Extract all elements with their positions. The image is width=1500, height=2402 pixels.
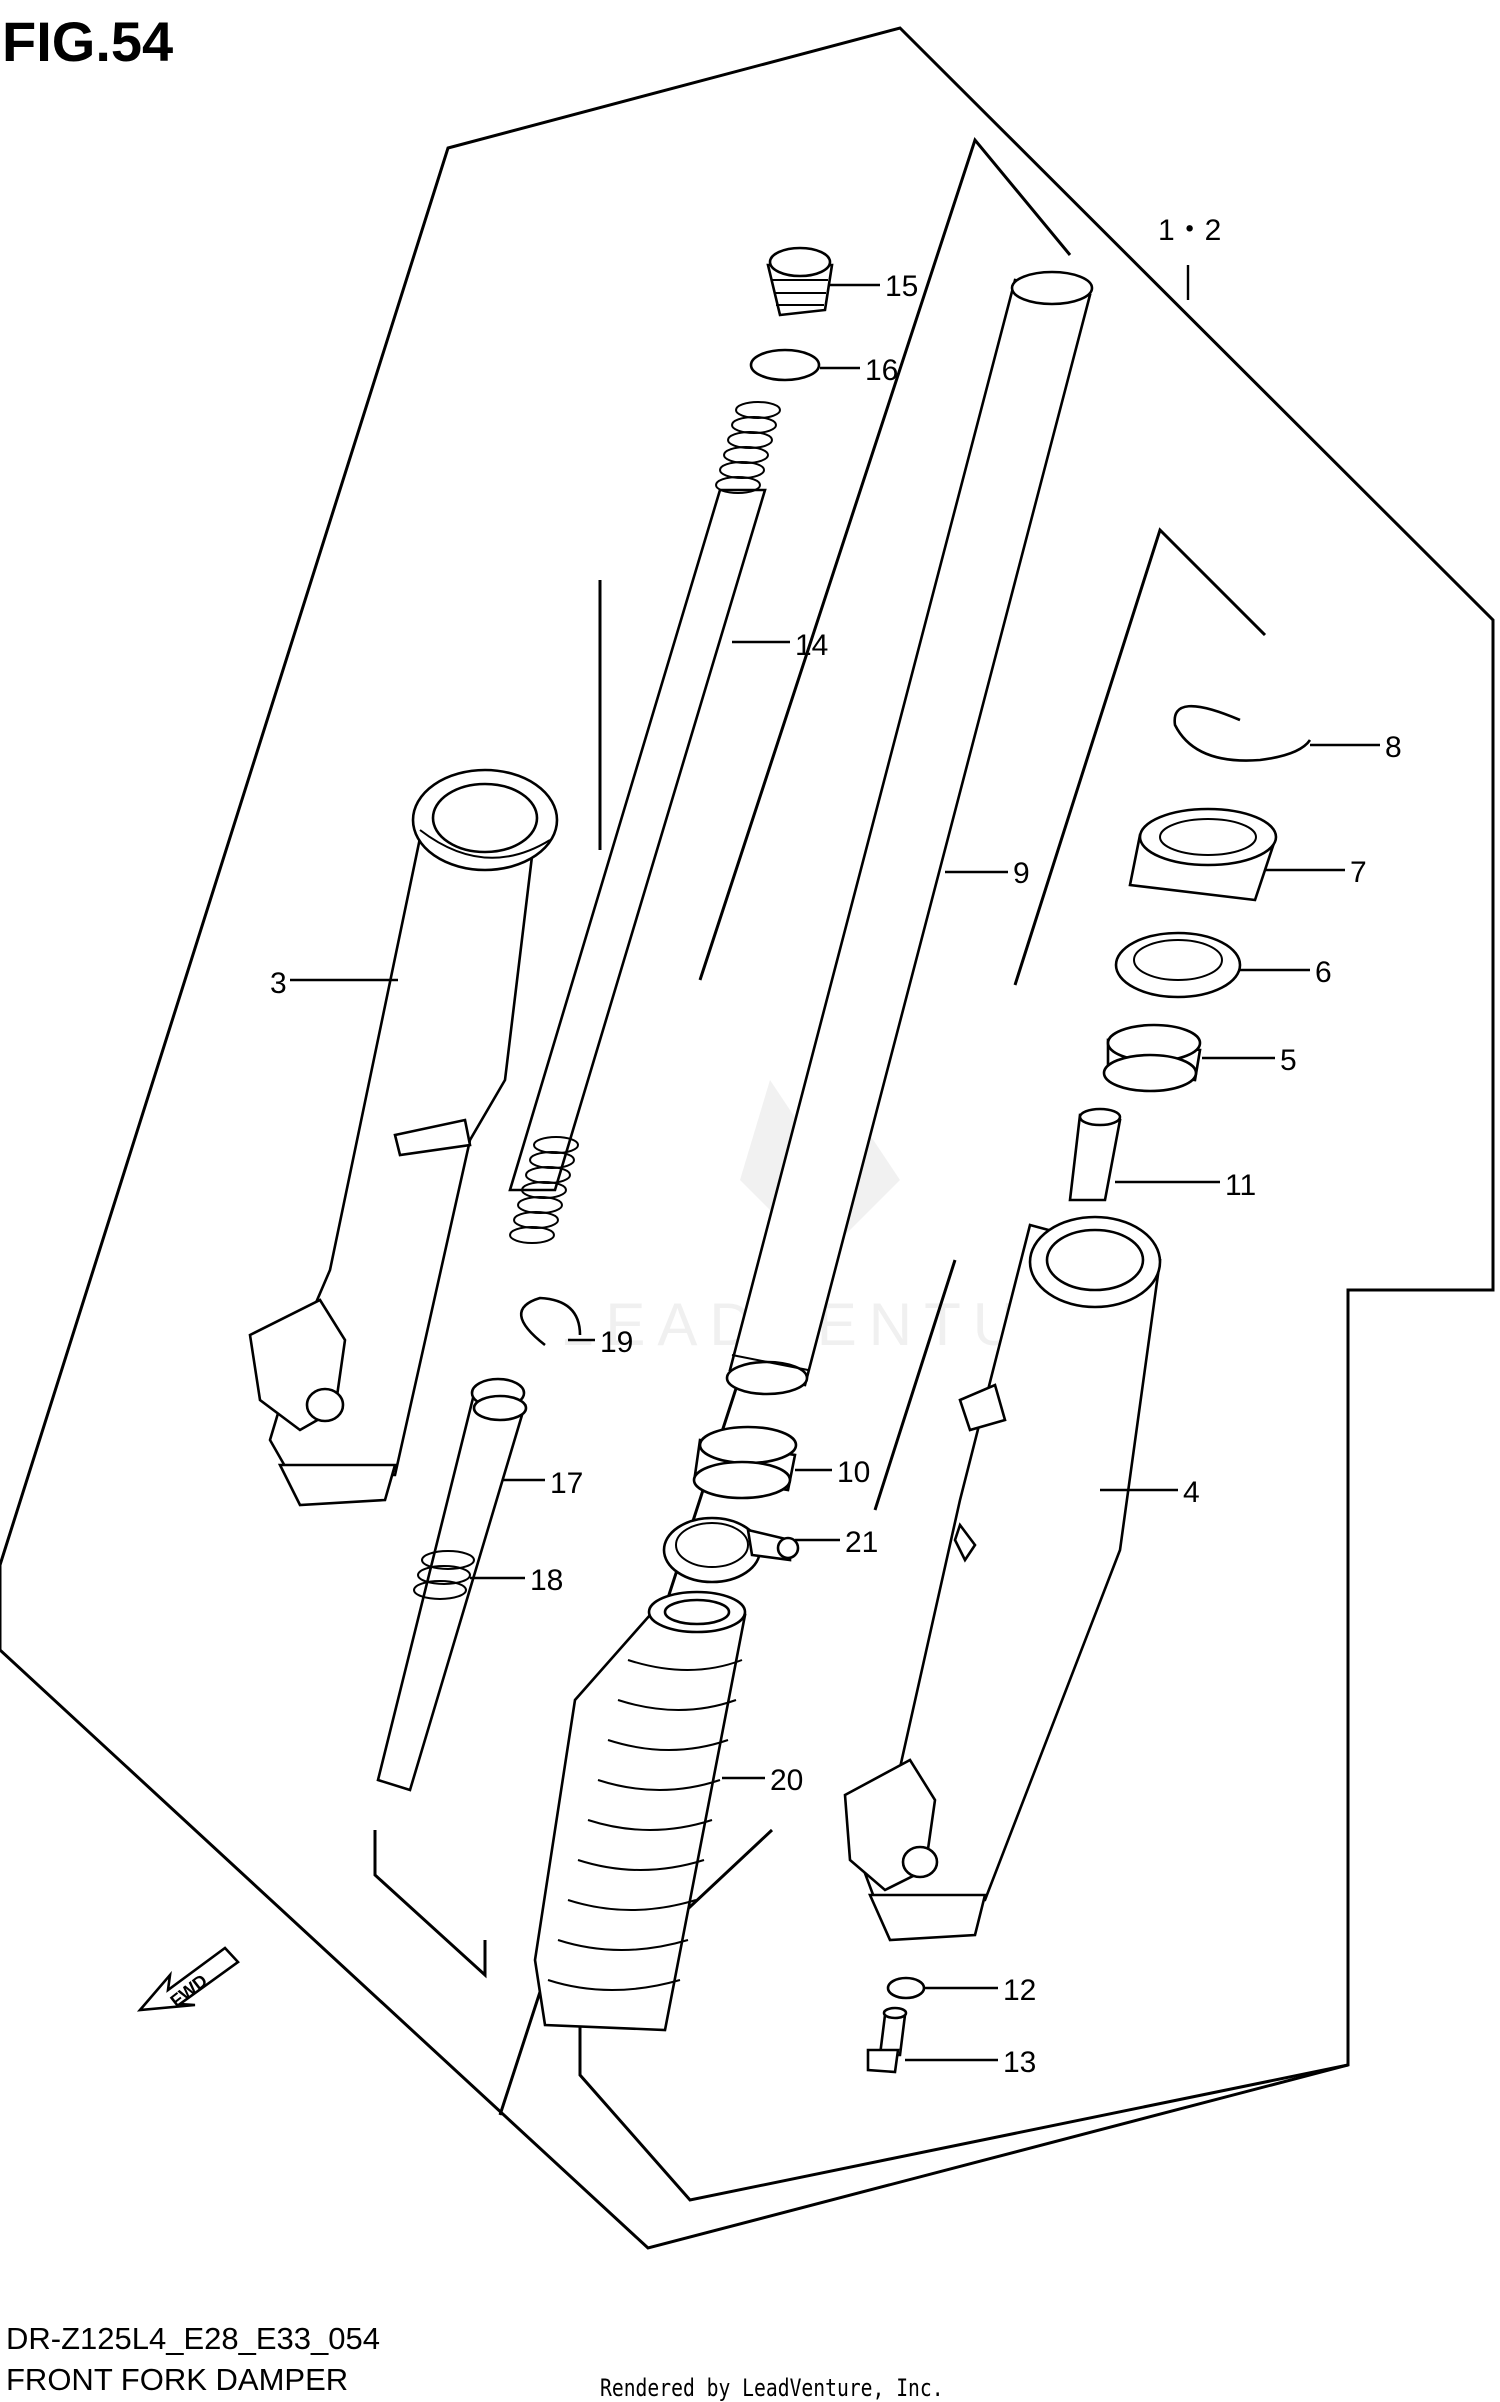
callout-18: 18 bbox=[530, 1564, 563, 1597]
seal-spacer bbox=[1114, 931, 1242, 999]
callout-10: 10 bbox=[837, 1456, 870, 1489]
callout-14: 14 bbox=[795, 629, 828, 662]
circlip bbox=[519, 1296, 582, 1347]
callout-4: 4 bbox=[1183, 1476, 1200, 1509]
fwd-arrow-icon: FWD bbox=[136, 1946, 240, 2012]
callout-5: 5 bbox=[1280, 1044, 1297, 1077]
bushing bbox=[692, 1425, 798, 1500]
figure-title: FIG.54 bbox=[2, 10, 174, 73]
callout-19: 19 bbox=[600, 1326, 633, 1359]
outer-tube-left bbox=[248, 768, 559, 1507]
o-ring bbox=[749, 348, 821, 382]
oil-seal bbox=[1128, 807, 1278, 902]
callout-7: 7 bbox=[1350, 856, 1367, 889]
rebound-spring bbox=[413, 1550, 475, 1600]
outer-tube-group-outline bbox=[373, 580, 602, 1979]
cap-bolt bbox=[766, 246, 834, 317]
callout-21: 21 bbox=[845, 1526, 878, 1559]
render-credit: Rendered by LeadVenture, Inc. bbox=[600, 2374, 944, 2402]
damper-rod bbox=[508, 401, 781, 1244]
callout-3: 3 bbox=[270, 967, 287, 1000]
diagram-title: FRONT FORK DAMPER bbox=[6, 2362, 349, 2397]
callout-1-2: 1・2 bbox=[1158, 214, 1221, 247]
inner-tube bbox=[725, 270, 1094, 1396]
callout-6: 6 bbox=[1315, 956, 1332, 989]
callout-16: 16 bbox=[865, 354, 898, 387]
assembly-outline bbox=[0, 26, 1495, 2250]
oil-lock-sleeve bbox=[1068, 1107, 1122, 1202]
callout-11: 11 bbox=[1225, 1169, 1256, 1202]
model-code: DR-Z125L4_E28_E33_054 bbox=[6, 2321, 380, 2356]
dust-boot bbox=[533, 1590, 747, 2032]
callout-20: 20 bbox=[770, 1764, 803, 1797]
boot-clamp bbox=[662, 1516, 800, 1584]
outer-tube-right bbox=[843, 1215, 1162, 1942]
callout-12: 12 bbox=[1003, 1974, 1036, 2007]
gasket bbox=[886, 1976, 926, 2000]
drain-bolt bbox=[866, 2006, 908, 2074]
callout-15: 15 bbox=[885, 270, 918, 303]
guide-bushing bbox=[1102, 1023, 1202, 1093]
stopper-ring bbox=[1173, 704, 1312, 762]
callout-8: 8 bbox=[1385, 731, 1402, 764]
callout-17: 17 bbox=[550, 1467, 583, 1500]
oil-lock-piece bbox=[376, 1377, 528, 1792]
callout-13: 13 bbox=[1003, 2046, 1036, 2079]
callout-9: 9 bbox=[1013, 857, 1030, 890]
